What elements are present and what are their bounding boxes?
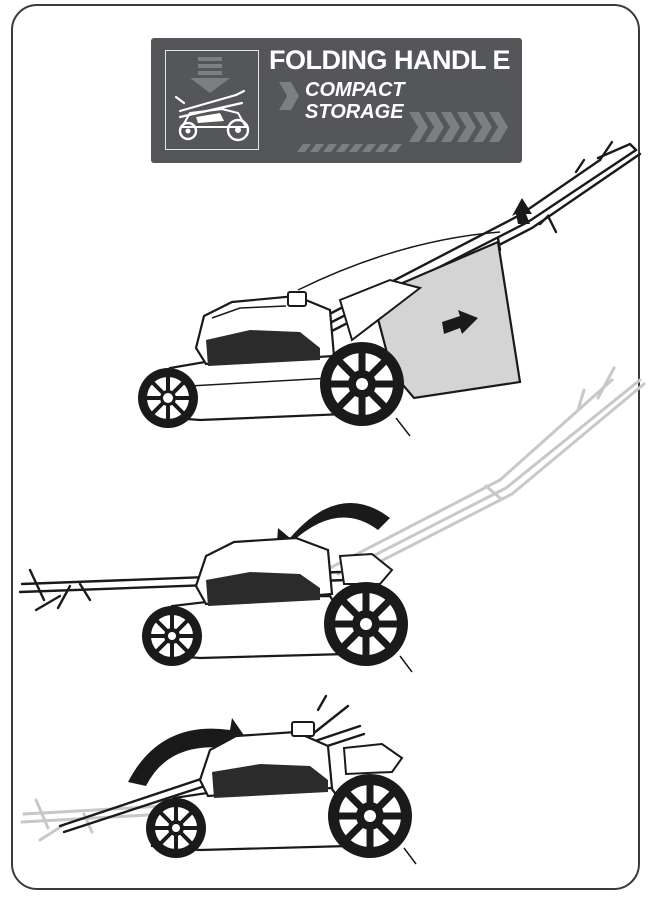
banner-subtitle-compact: COMPACT	[305, 80, 405, 100]
banner-subtitle-storage: STORAGE	[305, 102, 404, 122]
banner-title: FOLDING HANDL E	[269, 45, 510, 76]
ghost-handle	[330, 368, 644, 580]
step-3-illustration	[0, 600, 654, 890]
